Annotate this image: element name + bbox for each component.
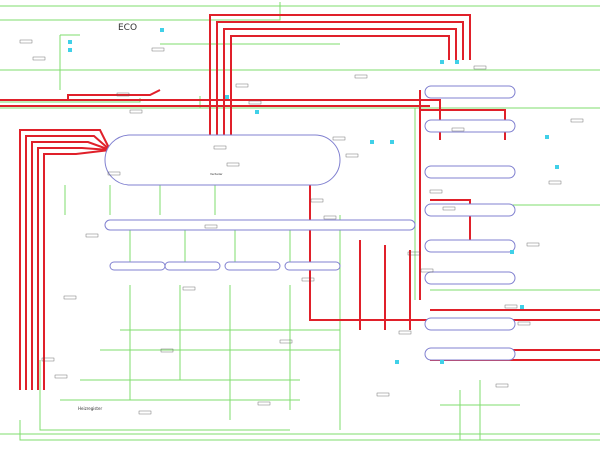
label-block (32, 56, 46, 61)
label-block (570, 118, 584, 123)
label-block (345, 153, 359, 158)
sensor-icon (68, 40, 72, 44)
label-block (517, 321, 531, 326)
sensor-icon (520, 305, 524, 309)
label-block (182, 286, 196, 291)
label-block (129, 109, 143, 114)
hot-pipe (43, 149, 111, 390)
label-block (54, 374, 68, 379)
label-block (279, 339, 293, 344)
cold-water-lines (0, 2, 600, 441)
label-block (226, 162, 240, 167)
sub-manifold (224, 261, 281, 271)
main-manifold-label: Verteiler (210, 172, 223, 176)
label-block (376, 392, 390, 397)
label-block (160, 348, 174, 353)
hot-pipe (216, 21, 464, 150)
sensor-icon (68, 48, 72, 52)
labels (19, 39, 584, 415)
hot-pipe (31, 141, 111, 390)
sensor-icon (440, 60, 444, 64)
label-block (41, 357, 55, 362)
sensors (68, 28, 559, 364)
hot-pipe (430, 199, 471, 240)
right-header (424, 317, 516, 331)
sensor-icon (370, 140, 374, 144)
label-block (235, 83, 249, 88)
sensor-icon (555, 165, 559, 169)
sensor-icon (510, 250, 514, 254)
hot-pipe (67, 89, 161, 100)
label-block (213, 145, 227, 150)
label-block (420, 268, 434, 273)
label-block (442, 206, 456, 211)
hot-pipe (309, 180, 430, 321)
cold-pipe (19, 420, 600, 441)
label-block (407, 251, 421, 256)
hot-pipe (37, 147, 111, 390)
label-block (495, 383, 509, 388)
label-block (204, 224, 218, 229)
sensor-icon (160, 28, 164, 32)
heizregister-label: Heizregister (78, 406, 102, 411)
label-block (451, 127, 465, 132)
label-block (19, 39, 33, 44)
sensor-icon (455, 60, 459, 64)
label-block (429, 189, 443, 194)
right-header (424, 271, 516, 285)
label-block (332, 136, 346, 141)
label-block (526, 242, 540, 247)
right-header (424, 165, 516, 179)
hot-pipe (25, 135, 111, 390)
hot-pipe (223, 28, 457, 150)
hot-pipe (19, 129, 111, 390)
main-manifold (104, 134, 341, 186)
right-header (424, 203, 516, 217)
sensor-icon (255, 110, 259, 114)
label-block (116, 92, 130, 97)
hot-water-lines (0, 14, 600, 390)
label-block (151, 47, 165, 52)
right-header (424, 85, 516, 99)
sensor-icon (395, 360, 399, 364)
label-block (398, 330, 412, 335)
cold-pipe (0, 2, 281, 21)
sub-manifold (109, 261, 166, 271)
hot-pipe (230, 35, 450, 150)
eco-title: ECO (118, 23, 137, 33)
label-block (63, 295, 77, 300)
headers (104, 85, 516, 361)
right-header (424, 119, 516, 133)
label-block (310, 198, 324, 203)
label-block (107, 171, 121, 176)
label-block (504, 304, 518, 309)
hot-pipe (209, 14, 471, 150)
label-block (548, 180, 562, 185)
cold-pipe (39, 360, 290, 431)
sensor-icon (225, 95, 229, 99)
sub-manifold (284, 261, 341, 271)
sensor-icon (545, 135, 549, 139)
label-block (323, 215, 337, 220)
label-block (354, 74, 368, 79)
sub-manifold (164, 261, 221, 271)
right-header (424, 239, 516, 253)
label-block (301, 277, 315, 282)
label-block (473, 65, 487, 70)
label-block (257, 401, 271, 406)
right-header (424, 347, 516, 361)
sensor-icon (440, 360, 444, 364)
sensor-icon (390, 140, 394, 144)
lower-manifold (104, 219, 416, 231)
label-block (248, 100, 262, 105)
label-block (138, 410, 152, 415)
label-block (85, 233, 99, 238)
